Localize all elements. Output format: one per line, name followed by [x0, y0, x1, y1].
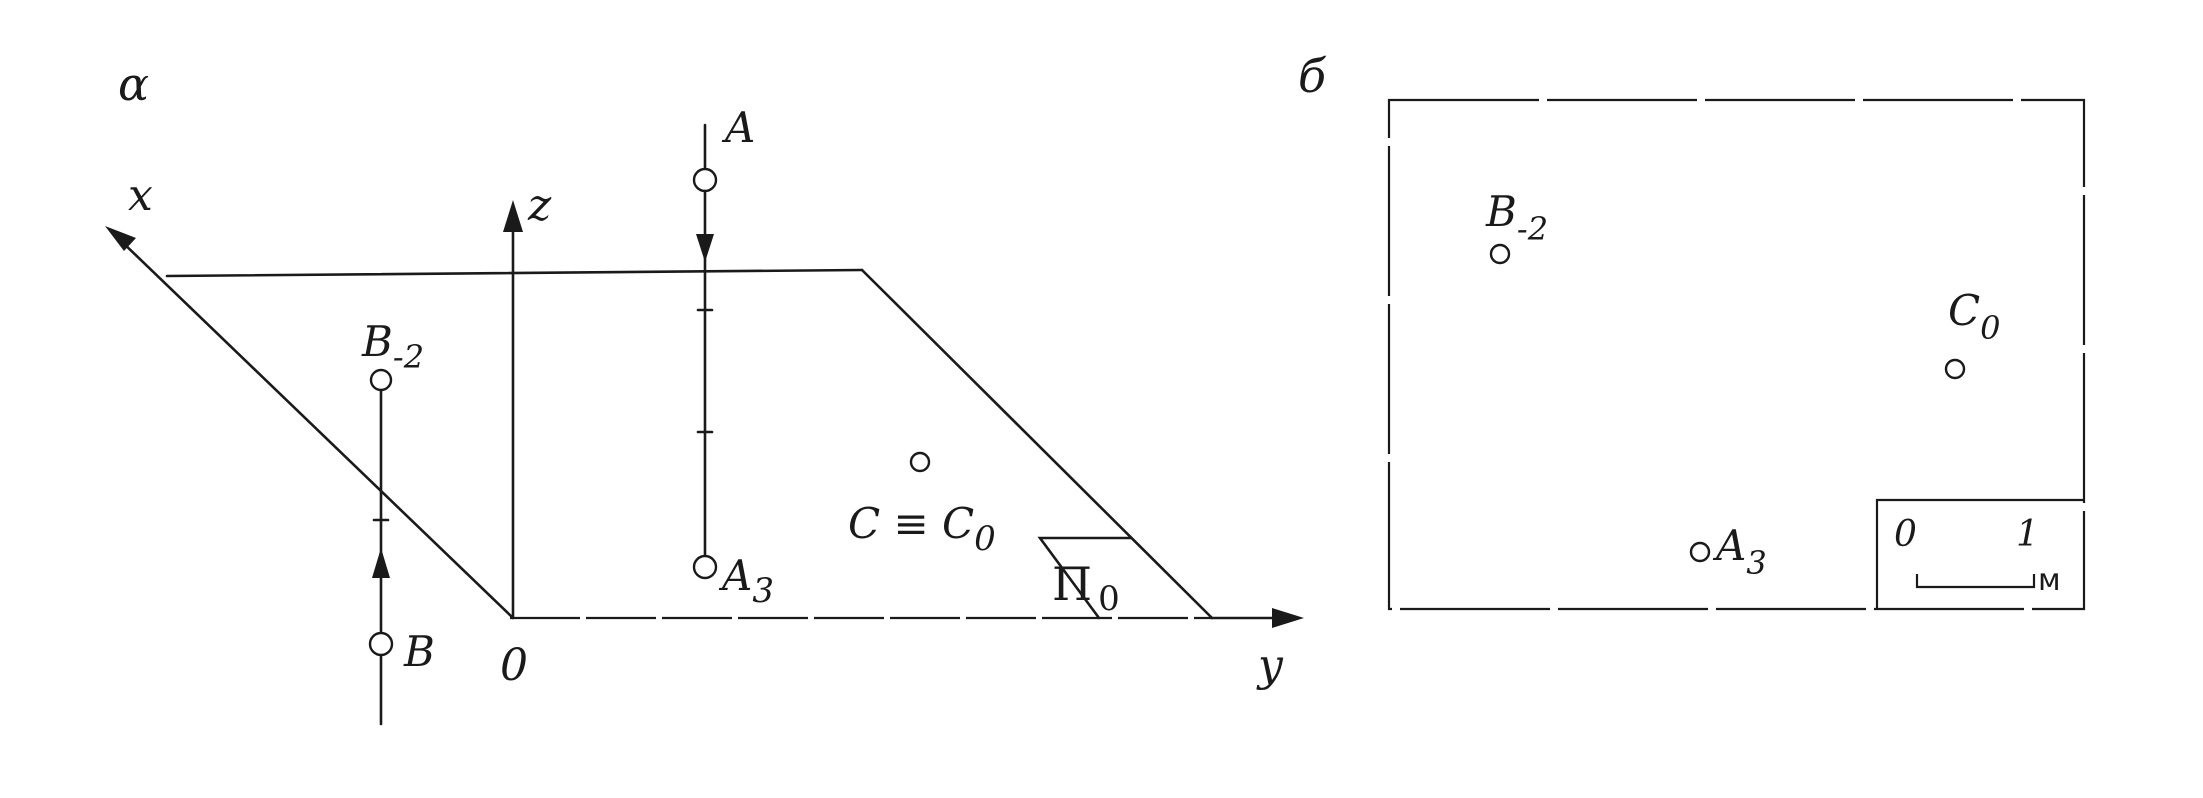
- scale-bar-end: 1: [2016, 514, 2039, 555]
- panel-a: α x y z 0: [105, 57, 1304, 726]
- point-a-label: A: [721, 103, 755, 152]
- plane-right-edge: [860, 268, 1214, 620]
- plan-point-c0-label: C0: [1948, 286, 2001, 347]
- panel-b-label: б: [1298, 49, 1327, 103]
- plan-point-c0-marker: [1944, 358, 1966, 380]
- y-axis-arrowhead: [1272, 608, 1304, 628]
- x-axis-label: x: [128, 170, 153, 221]
- x-axis: x: [105, 170, 514, 619]
- panel-a-label: α: [118, 57, 149, 111]
- plan-point-b-2-label: B-2: [1485, 187, 1548, 248]
- y-axis: y: [1210, 608, 1304, 691]
- plan-point-c0: C0: [1944, 286, 2001, 380]
- point-b-label: B: [403, 627, 435, 676]
- z-axis-label: z: [527, 180, 552, 231]
- z-axis: z: [503, 180, 552, 620]
- x-axis-line: [116, 236, 514, 619]
- scale-bar-frame: [1875, 498, 2084, 609]
- plan-point-a3: A3: [1689, 521, 1767, 582]
- point-c: C ≡ C0: [848, 451, 996, 559]
- z-axis-arrowhead: [503, 200, 523, 232]
- point-c-label: C ≡ C0: [848, 499, 996, 559]
- scale-bar-start: 0: [1894, 514, 1917, 555]
- plan-point-b-2-marker: [1489, 243, 1511, 265]
- point-b-arrowhead: [372, 548, 390, 578]
- point-a-projection: A A3: [692, 103, 774, 611]
- point-b-projection: B-2 B: [361, 317, 435, 726]
- plan-point-b-2: B-2: [1485, 187, 1548, 265]
- plan-frame: [1387, 98, 2086, 611]
- plan-point-a3-marker: [1689, 541, 1711, 563]
- panel-b: б B-2 C0 A3 0 1 м: [1298, 49, 2086, 611]
- plane-label-frame: [1037, 536, 1133, 620]
- point-a3: [692, 554, 718, 580]
- horizontal-plane: [165, 268, 1214, 620]
- scale-bar: 0 1 м: [1875, 498, 2084, 609]
- y-axis-label: y: [1256, 640, 1284, 691]
- plan-point-a3-label: A3: [1712, 521, 1767, 582]
- x-axis-arrowhead: [105, 226, 136, 251]
- point-a: [692, 167, 718, 193]
- origin-label: 0: [500, 640, 528, 691]
- plane-back-edge: [165, 268, 864, 278]
- point-b: [368, 631, 394, 657]
- scale-bar-line: [1915, 574, 2036, 589]
- point-a3-label: A3: [718, 551, 774, 611]
- point-a-arrowhead: [696, 234, 714, 262]
- point-b-2-label: B-2: [361, 317, 424, 376]
- point-b-2: [369, 368, 393, 392]
- scale-bar-unit: м: [2038, 563, 2061, 598]
- point-c-marker: [909, 451, 931, 473]
